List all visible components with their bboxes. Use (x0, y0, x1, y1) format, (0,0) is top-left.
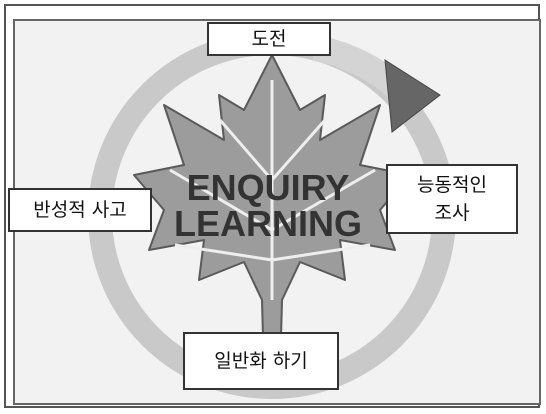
cycle-arrowhead-icon (384, 59, 441, 133)
title-line-2: LEARNING (174, 203, 362, 244)
stage-label-bottom: 일반화 하기 (183, 332, 339, 390)
stage-label-left: 반성적 사고 (8, 188, 152, 232)
stage-left-text: 반성적 사고 (33, 198, 127, 221)
stage-label-right: 능동적인 조사 (386, 164, 518, 234)
stage-right-text-1: 능동적인 (417, 173, 487, 196)
stage-bottom-text: 일반화 하기 (214, 349, 308, 372)
stage-label-top: 도전 (207, 22, 331, 56)
title-line-1: ENQUIRY (186, 167, 350, 208)
stage-right-text-2: 조사 (434, 202, 470, 224)
maple-leaf-icon (133, 54, 411, 376)
stage-top-text: 도전 (251, 27, 287, 50)
diagram-title: ENQUIRY LEARNING (168, 170, 368, 242)
